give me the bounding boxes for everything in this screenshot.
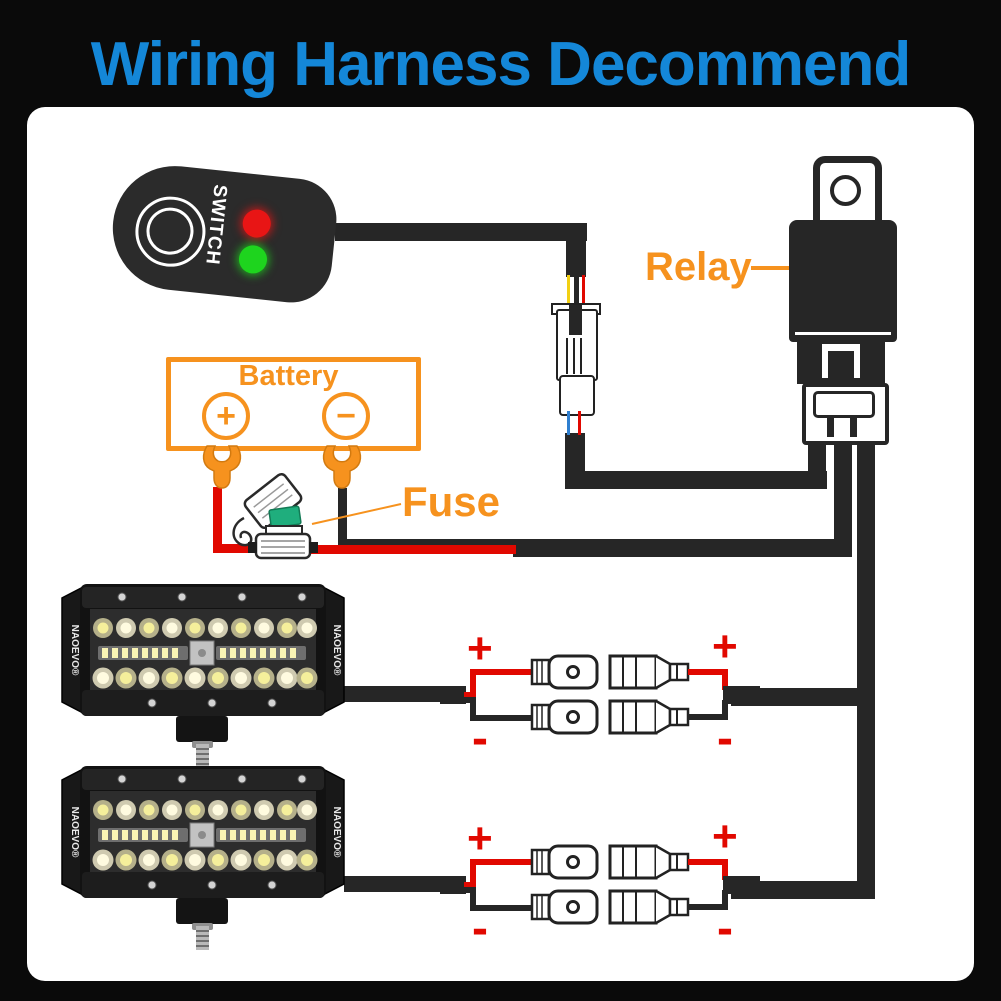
wire-battery-negative-horizontal (338, 539, 516, 545)
battery-negative-terminal: − (322, 392, 370, 440)
cable-lightbar-1 (344, 686, 444, 702)
sheath-left (440, 686, 466, 704)
thin-wire-red (582, 275, 585, 307)
lightbar-mount-bracket (176, 716, 228, 768)
plus-marking: + (467, 630, 493, 673)
battery-clamp-negative (322, 445, 362, 489)
male-spade-terminal-plus (530, 654, 599, 690)
led-light-bar-2: NAOEVO® NAOEVO® (61, 766, 345, 950)
fuse-lid (243, 472, 303, 530)
wire-switch-horizontal (335, 223, 587, 241)
plus-marking: + (467, 820, 493, 863)
thin-wire-yellow (567, 275, 570, 307)
connector-pair-1: + + - - (440, 630, 760, 760)
minus-marking: - (717, 902, 733, 950)
relay-leader-line (751, 266, 789, 270)
male-spade-terminal-minus (530, 699, 599, 735)
sheath-right (723, 876, 760, 894)
minus-marking: - (472, 902, 488, 950)
thin-wire-red-2 (578, 411, 581, 435)
connector-pair-2: + + - - (440, 820, 760, 950)
wire-minus-left (464, 697, 534, 721)
fuse-strap (232, 516, 253, 547)
wire-trunk (857, 437, 875, 899)
wire-power-sheath (513, 539, 852, 557)
plus-marking: + (712, 630, 738, 671)
plug-upper-housing (556, 309, 598, 381)
wire-switch-vertical (566, 223, 586, 277)
wire-branch-lower (731, 881, 875, 899)
wire-minus-right (688, 700, 728, 720)
lightbar-mount-bracket (176, 898, 228, 950)
page-title: Wiring Harness Decommend (90, 30, 912, 99)
wire-minus-right (688, 890, 728, 910)
fuse-leader-line (311, 503, 402, 525)
fuse-element (268, 505, 302, 529)
sheath-right (723, 686, 760, 704)
brand-text-left: NAOEVO® (69, 807, 80, 858)
relay-mount-hole-icon (830, 175, 861, 206)
cable-lightbar-2 (344, 876, 444, 892)
wire-plus-right (688, 669, 728, 690)
brand-text-right: NAOEVO® (331, 807, 342, 858)
wire-fuse-to-sheath (308, 545, 516, 554)
wire-battery-positive-vertical (213, 487, 222, 550)
plug-wire-tab (569, 305, 582, 335)
led-light-bar-1: NAOEVO® NAOEVO® (61, 584, 345, 768)
wire-battery-negative-vertical (338, 488, 347, 544)
male-spade-terminal-plus (530, 844, 599, 880)
thin-wire-black (574, 275, 579, 307)
wire-relay-pin-left (808, 437, 826, 489)
minus-marking: - (717, 712, 733, 760)
female-spade-terminal-plus (608, 654, 690, 690)
sheath-left (440, 876, 466, 894)
wire-relay-pin-middle (834, 437, 852, 557)
wire-plus-left (464, 669, 534, 698)
female-spade-terminal-plus (608, 844, 690, 880)
lightbar-leds (92, 618, 318, 689)
female-spade-terminal-minus (608, 699, 690, 735)
wire-branch-upper (731, 688, 875, 706)
wire-minus-left (464, 887, 534, 911)
switch-remote: SWITCH (99, 151, 363, 326)
male-spade-terminal-minus (530, 889, 599, 925)
relay-body (789, 220, 897, 342)
relay-label: Relay (645, 245, 752, 289)
thin-wire-blue (567, 411, 570, 435)
lightbar-leds (92, 800, 318, 871)
plug-lower-housing (559, 375, 595, 416)
wire-battery-positive-horizontal (213, 544, 258, 553)
wire-plus-right (688, 859, 728, 880)
battery-label: Battery (238, 360, 339, 392)
fuse-base (254, 532, 312, 560)
wire-plus-left (464, 859, 534, 888)
fuse-holder (232, 472, 318, 560)
brand-text-left: NAOEVO® (69, 625, 80, 676)
minus-marking: - (472, 712, 488, 760)
battery-clamp-positive (202, 445, 242, 489)
wire-plug-to-relay (565, 471, 827, 489)
brand-text-right: NAOEVO® (331, 625, 342, 676)
battery-box (166, 357, 421, 451)
battery-positive-terminal: + (202, 392, 250, 440)
plus-marking: + (712, 820, 738, 861)
female-spade-terminal-minus (608, 889, 690, 925)
fuse-label: Fuse (402, 478, 501, 525)
